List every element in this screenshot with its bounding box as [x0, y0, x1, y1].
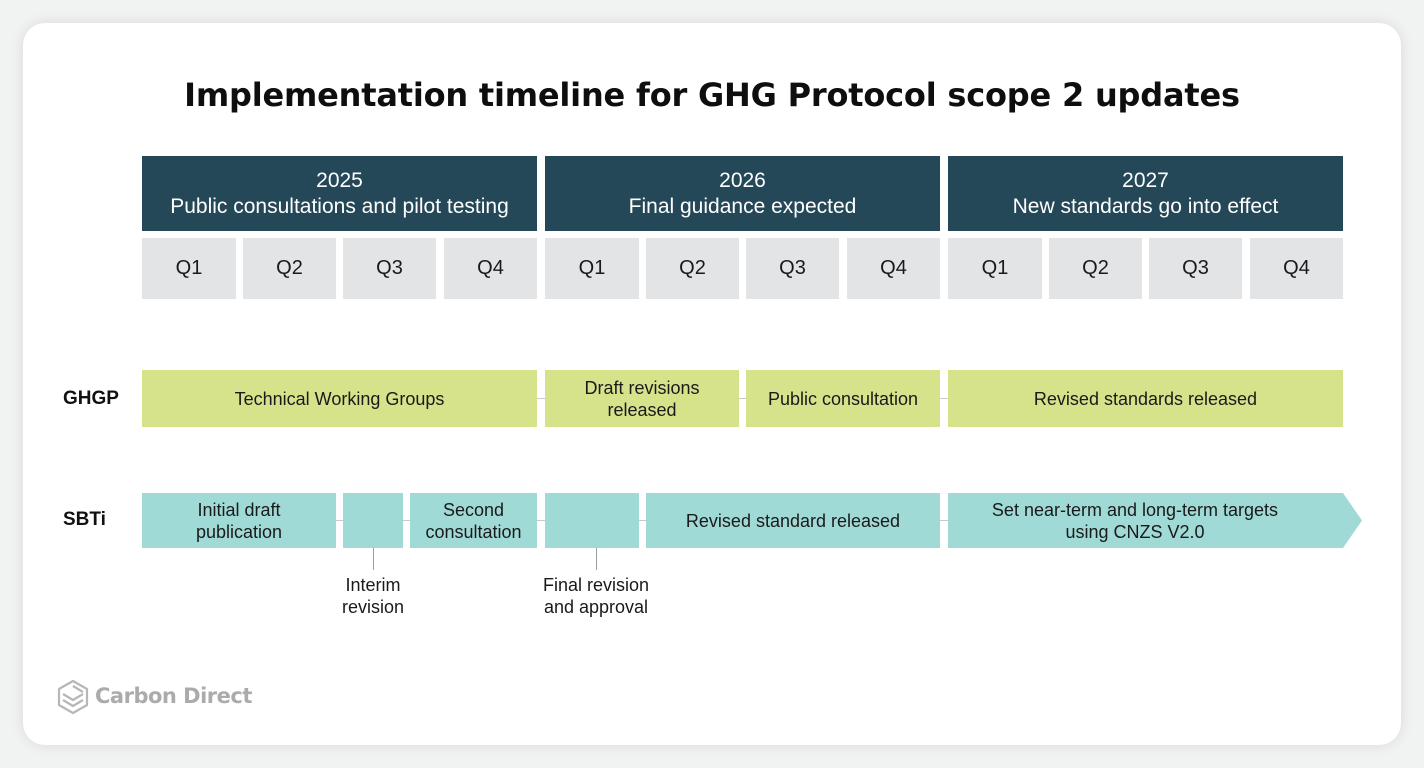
annotation-final-revision: Final revision and approval — [542, 575, 650, 617]
logo-mark-icon — [57, 679, 89, 715]
annotation-interim-revision: Interim revision — [341, 575, 405, 617]
sbti-bar-second-consultation: Second consultation — [410, 493, 537, 548]
sbti-bar-interim-revision — [343, 493, 403, 548]
sbti-bar-set-targets-arrow: Set near-term and long-term targets usin… — [948, 493, 1362, 548]
year-label: 2027 — [1122, 168, 1169, 192]
connector-line — [639, 520, 646, 521]
ghgp-bar-revised-standards: Revised standards released — [948, 370, 1343, 427]
year-header-2027: 2027 New standards go into effect — [948, 156, 1343, 231]
connector-line — [739, 398, 746, 399]
annotation-tick — [596, 548, 597, 570]
connector-line — [940, 398, 948, 399]
connector-line — [537, 398, 545, 399]
quarter-cell: Q2 — [646, 238, 739, 299]
sbti-bar-initial-draft: Initial draft publication — [142, 493, 336, 548]
quarter-cell: Q4 — [1250, 238, 1343, 299]
year-label: 2025 — [316, 168, 363, 192]
year-header-2026: 2026 Final guidance expected — [545, 156, 940, 231]
year-label: 2026 — [719, 168, 766, 192]
carbon-direct-logo: Carbon Direct — [57, 679, 277, 715]
sbti-bar-revised-standard: Revised standard released — [646, 493, 940, 548]
quarter-cell: Q2 — [243, 238, 336, 299]
connector-line — [403, 520, 410, 521]
year-header-2025: 2025 Public consultations and pilot test… — [142, 156, 537, 231]
quarter-cell: Q1 — [545, 238, 639, 299]
quarter-cell: Q3 — [746, 238, 839, 299]
quarter-cell: Q3 — [343, 238, 436, 299]
ghgp-bar-draft-revisions: Draft revisions released — [545, 370, 739, 427]
connector-line — [940, 520, 948, 521]
ghgp-bar-public-consultation: Public consultation — [746, 370, 940, 427]
connector-line — [336, 520, 343, 521]
quarter-cell: Q2 — [1049, 238, 1142, 299]
brand-name: Carbon Direct — [95, 684, 252, 708]
year-subtitle: Final guidance expected — [628, 194, 857, 218]
year-subtitle: Public consultations and pilot testing — [170, 194, 509, 218]
row-label-ghgp: GHGP — [63, 388, 119, 409]
quarter-cell: Q3 — [1149, 238, 1242, 299]
quarter-cell: Q1 — [142, 238, 236, 299]
annotation-tick — [373, 548, 374, 570]
year-subtitle: New standards go into effect — [1012, 194, 1279, 218]
row-label-sbti: SBTi — [63, 509, 106, 530]
sbti-bar-final-revision — [545, 493, 639, 548]
quarter-cell: Q4 — [847, 238, 940, 299]
quarter-cell: Q4 — [444, 238, 537, 299]
ghgp-bar-technical-working-groups: Technical Working Groups — [142, 370, 537, 427]
connector-line — [537, 520, 545, 521]
diagram-title: Implementation timeline for GHG Protocol… — [184, 76, 1240, 114]
quarter-cell: Q1 — [948, 238, 1042, 299]
